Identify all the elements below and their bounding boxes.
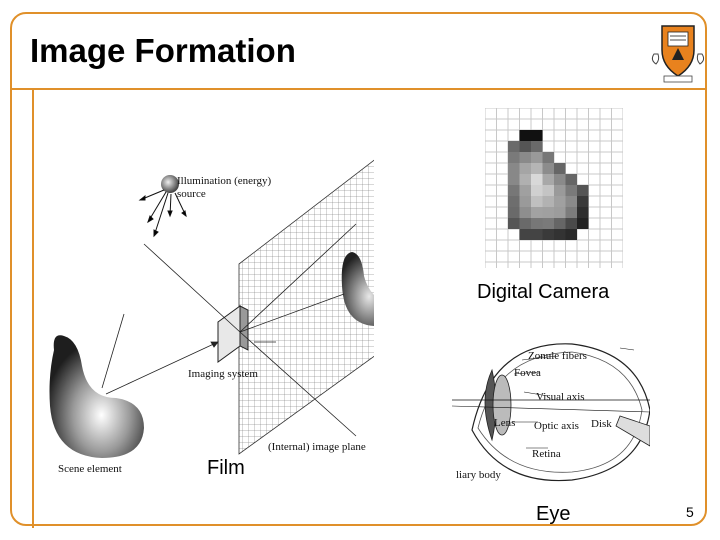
scene-element [49, 335, 144, 458]
title-bar [10, 12, 707, 90]
left-rule [32, 88, 34, 528]
slide-frame [10, 12, 707, 526]
image-formation-diagram [49, 159, 374, 458]
eye-label: Eye [536, 503, 571, 525]
light-source-icon [161, 175, 179, 193]
princeton-shield-logo [651, 25, 705, 83]
slide-title: Image Formation [30, 32, 296, 69]
imaging-system-label: Imaging system [188, 368, 258, 380]
disk-label: Disk [591, 418, 612, 430]
eye-diagram [452, 330, 650, 486]
film-label: Film [207, 457, 245, 479]
pixel-grid-image [485, 108, 623, 268]
projected-image [341, 252, 374, 326]
fovea-label: Fovea [514, 367, 541, 379]
retina-label: Retina [532, 448, 561, 460]
digital-camera-label: Digital Camera [477, 281, 610, 303]
lens-label: Lens [494, 417, 516, 429]
page-number: 5 [686, 504, 694, 520]
image-plane [238, 159, 374, 455]
illumination-label: Illumination (energy) [177, 175, 272, 187]
visual-axis-label: Visual axis [536, 391, 585, 403]
optic-axis-label: Optic axis [534, 420, 579, 432]
zonule-label: Zonule fibers [528, 350, 587, 362]
ciliary-body-label: liary body [456, 469, 501, 481]
internal-plane-label: (Internal) image plane [268, 441, 366, 453]
source-label: source [177, 188, 206, 200]
scene-element-label: Scene element [58, 463, 122, 475]
